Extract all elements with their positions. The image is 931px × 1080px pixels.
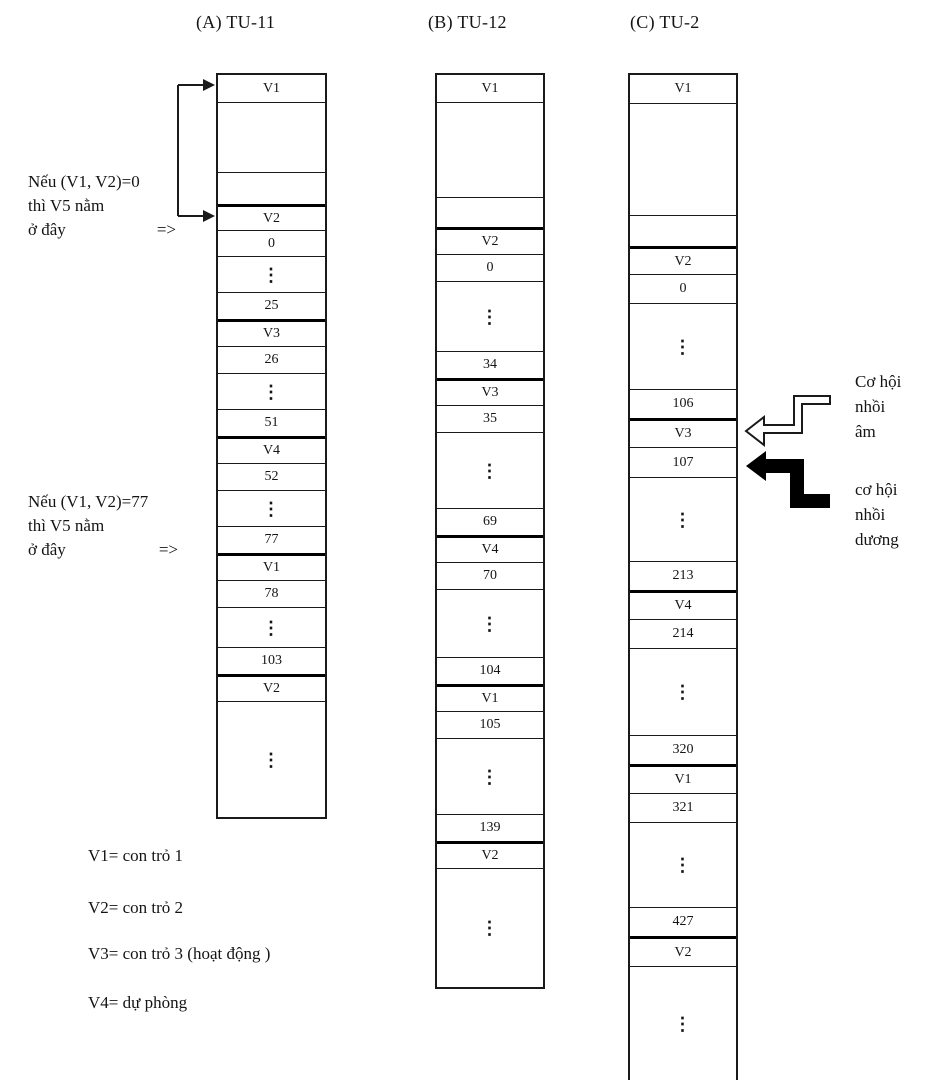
memory-cell-0: 0 <box>437 254 543 281</box>
arrow-text: => <box>158 540 178 559</box>
memory-cell-106: 106 <box>630 389 736 418</box>
memory-cell-25: 25 <box>218 292 325 319</box>
legend-item-v3: V3= con trỏ 3 (hoạt động ) <box>88 944 271 963</box>
memory-cell-320: 320 <box>630 735 736 764</box>
memory-cell-51: 51 <box>218 409 325 436</box>
memory-cell-321: 321 <box>630 793 736 822</box>
legend-item-v2: V2= con trỏ 2 <box>88 898 184 917</box>
memory-cell-ellipsis: ⋮ <box>218 490 325 526</box>
annotation-line: Nếu (V1, V2)=0 <box>28 172 140 191</box>
annotation-line: ở đây <box>28 220 66 239</box>
memory-cell-ellipsis: ⋮ <box>437 281 543 351</box>
memory-cell-52: 52 <box>218 463 325 490</box>
memory-cell-v2: V2 <box>437 227 543 254</box>
memory-cell-ellipsis: ⋮ <box>437 432 543 508</box>
label-line: Cơ hội <box>855 372 902 391</box>
memory-cell-0: 0 <box>630 274 736 303</box>
memory-cell-v3: V3 <box>630 418 736 447</box>
memory-cell-ellipsis: ⋮ <box>218 607 325 647</box>
negative-stuff-opportunity-label: Cơ hội nhồi âm <box>855 369 901 444</box>
memory-cell-v3: V3 <box>437 378 543 405</box>
memory-cell-ellipsis: ⋮ <box>218 256 325 292</box>
legend-item-v4: V4= dự phòng <box>88 993 188 1012</box>
memory-cell-v4: V4 <box>218 436 325 463</box>
memory-cell-34: 34 <box>437 351 543 378</box>
arrow-text: => <box>156 220 176 239</box>
memory-cell-empty <box>218 172 325 204</box>
column-title-tu12: (B) TU-12 <box>428 12 507 32</box>
annotation-line: thì V5 nằm <box>28 196 105 215</box>
memory-cell-v1: V1 <box>630 764 736 793</box>
label-line: âm <box>855 422 876 441</box>
memory-cell-ellipsis: ⋮ <box>630 822 736 907</box>
memory-cell-empty <box>437 102 543 197</box>
annotation-v5-at-77: Nếu (V1, V2)=77 thì V5 nằm ở đây => <box>28 490 178 562</box>
memory-cell-69: 69 <box>437 508 543 535</box>
memory-cell-104: 104 <box>437 657 543 684</box>
memory-cell-107: 107 <box>630 447 736 477</box>
v1-v2-range-bracket-arrow-icon <box>177 79 215 222</box>
label-line: nhồi <box>855 505 886 524</box>
memory-cell-v1: V1 <box>218 553 325 580</box>
memory-cell-ellipsis: ⋮ <box>437 868 543 987</box>
memory-cell-v4: V4 <box>630 590 736 619</box>
memory-cell-empty <box>218 102 325 172</box>
memory-cell-v3: V3 <box>218 319 325 346</box>
memory-cell-26: 26 <box>218 346 325 373</box>
legend-item-v1: V1= con trỏ 1 <box>88 846 184 865</box>
memory-cell-v2: V2 <box>218 674 325 701</box>
memory-cell-ellipsis: ⋮ <box>630 477 736 561</box>
memory-cell-v4: V4 <box>437 535 543 562</box>
memory-cell-ellipsis: ⋮ <box>437 738 543 814</box>
memory-cell-78: 78 <box>218 580 325 607</box>
memory-cell-v2: V2 <box>437 841 543 868</box>
memory-cell-v2: V2 <box>630 936 736 966</box>
memory-cell-214: 214 <box>630 619 736 648</box>
positive-stuff-opportunity-label: cơ hội nhồi dương <box>855 477 899 552</box>
memory-cell-0: 0 <box>218 230 325 256</box>
memory-cell-ellipsis: ⋮ <box>218 701 325 817</box>
hollow-step-left-arrow-icon <box>744 395 831 448</box>
memory-cell-427: 427 <box>630 907 736 936</box>
memory-cell-ellipsis: ⋮ <box>630 648 736 735</box>
memory-cell-v2: V2 <box>218 204 325 230</box>
column-title-tu2: (C) TU-2 <box>630 12 700 32</box>
column-title-tu11: (A) TU-11 <box>196 12 276 32</box>
memory-cell-ellipsis: ⋮ <box>437 589 543 657</box>
memory-cell-v1: V1 <box>262 80 281 96</box>
annotation-v5-at-0: Nếu (V1, V2)=0 thì V5 nằm ở đây => <box>28 170 176 242</box>
label-line: cơ hội <box>855 480 898 499</box>
memory-cell-v1: V1 <box>674 81 692 96</box>
memory-cell-v1: V1 <box>437 684 543 711</box>
memory-cell-ellipsis: ⋮ <box>630 303 736 389</box>
label-line: nhồi <box>855 397 886 416</box>
memory-cell-ellipsis: ⋮ <box>630 966 736 1080</box>
memory-cell-139: 139 <box>437 814 543 841</box>
memory-cell-v2: V2 <box>630 246 736 274</box>
memory-cell-empty <box>630 103 736 215</box>
memory-cell-ellipsis: ⋮ <box>218 373 325 409</box>
label-line: dương <box>855 530 899 549</box>
memory-cell-empty <box>630 215 736 246</box>
annotation-line: Nếu (V1, V2)=77 <box>28 492 149 511</box>
memory-cell-213: 213 <box>630 561 736 590</box>
memory-cell-77: 77 <box>218 526 325 553</box>
memory-cell-35: 35 <box>437 405 543 432</box>
memory-cell-103: 103 <box>218 647 325 674</box>
memory-cell-70: 70 <box>437 562 543 589</box>
solid-step-left-arrow-icon <box>746 451 830 508</box>
memory-cell-105: 105 <box>437 711 543 738</box>
memory-cell-empty <box>437 197 543 227</box>
memory-cell-v1: V1 <box>481 80 499 96</box>
annotation-line: thì V5 nằm <box>28 516 105 535</box>
annotation-line: ở đây <box>28 540 66 559</box>
